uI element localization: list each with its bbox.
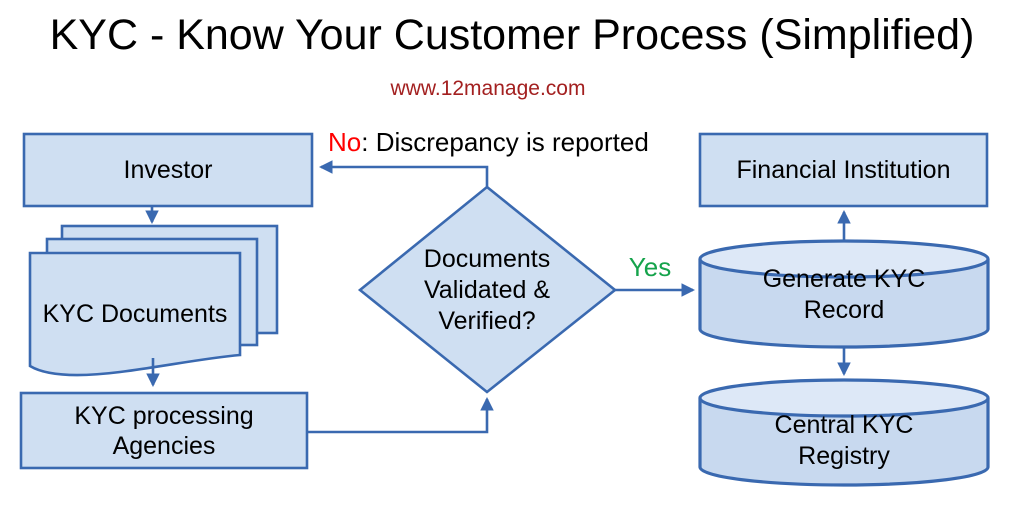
generate-kyc-record-label: Generate KYC Record <box>700 256 988 334</box>
label-line: Documents <box>423 244 551 273</box>
decision-label: Documents Validated & Verified? <box>377 238 597 342</box>
page-title: KYC - Know Your Customer Process (Simpli… <box>49 10 975 59</box>
investor-label: Investor <box>123 156 213 184</box>
central-kyc-registry-label: Central KYC Registry <box>700 402 988 480</box>
label-line: Registry <box>798 442 890 470</box>
cylinder-top <box>698 378 990 418</box>
document-page-front <box>28 251 242 377</box>
cylinder-body <box>698 259 990 349</box>
no-description: : Discrepancy is reported <box>361 127 649 157</box>
label-line: Central KYC <box>774 411 914 439</box>
watermark-url: www.12manage.com <box>390 77 586 100</box>
label-line: Verified? <box>438 306 536 335</box>
label-line: Validated & <box>423 275 550 304</box>
arrow-agencies-to-decision <box>307 396 494 434</box>
arrow-decision-no-to-investor <box>318 160 489 188</box>
label-line: Generate KYC <box>762 265 926 293</box>
generate-kyc-record-cylinder <box>698 239 990 349</box>
label-line: Record <box>803 296 885 324</box>
kyc-documents-label: KYC Documents <box>42 300 228 328</box>
kyc-processing-agencies-label: KYC processing Agencies <box>21 393 307 468</box>
label-line: KYC processing <box>74 401 254 430</box>
label-line: Agencies <box>112 431 216 460</box>
central-kyc-registry-cylinder <box>698 378 990 487</box>
yes-branch-label: Yes <box>628 252 672 282</box>
kyc-processing-agencies-box <box>19 391 309 470</box>
kyc-documents-stack <box>28 224 279 377</box>
decision-diamond <box>357 185 618 394</box>
financial-institution-box <box>698 132 989 208</box>
no-branch-label: No: Discrepancy is reported <box>328 127 649 158</box>
investor-box <box>22 132 314 208</box>
no-keyword: No <box>328 127 362 157</box>
cylinder-body <box>698 398 990 487</box>
financial-institution-label: Financial Institution <box>736 156 951 184</box>
cylinder-top <box>698 239 990 279</box>
